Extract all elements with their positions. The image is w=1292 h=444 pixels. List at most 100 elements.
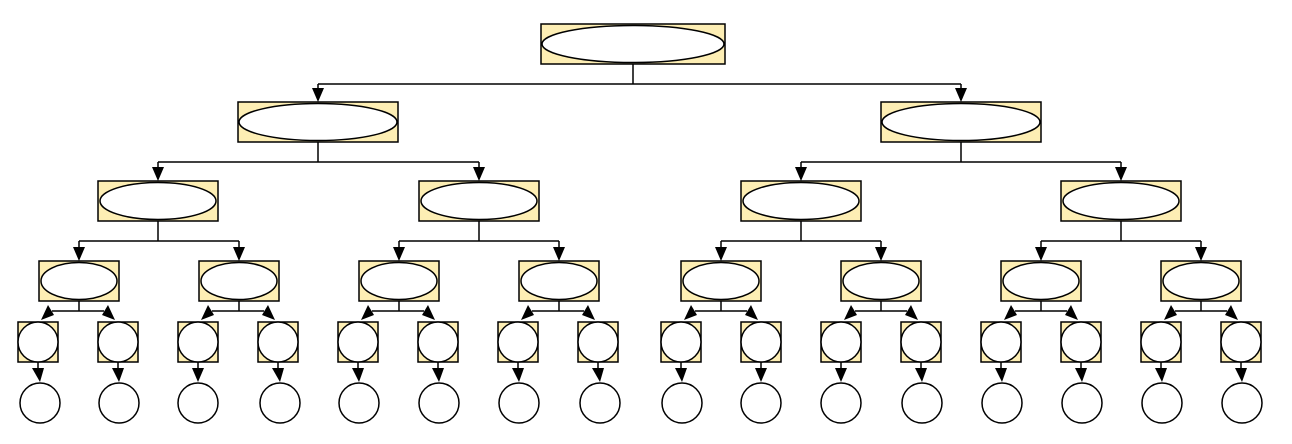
arrow-head bbox=[875, 247, 887, 261]
arrow-head bbox=[1195, 247, 1207, 261]
tree-node bbox=[17, 321, 59, 363]
tree-node bbox=[1060, 180, 1182, 222]
arrow-head bbox=[995, 368, 1007, 382]
arrow-head bbox=[1115, 167, 1127, 181]
arrow-head bbox=[152, 167, 164, 181]
node-ellipse bbox=[1002, 261, 1080, 301]
arrow-head bbox=[262, 305, 275, 320]
tree-node bbox=[497, 321, 539, 363]
connector-edge bbox=[855, 301, 907, 312]
node-circle bbox=[740, 321, 782, 363]
arrow-head bbox=[1225, 305, 1238, 320]
arrow-head bbox=[1035, 247, 1047, 261]
node-circle bbox=[17, 321, 59, 363]
connector-edge bbox=[398, 221, 560, 259]
connector-edge bbox=[52, 301, 104, 312]
arrow-head bbox=[592, 368, 604, 382]
node-ellipse bbox=[360, 261, 438, 301]
connector-edge bbox=[1175, 301, 1227, 312]
node-circle bbox=[177, 321, 219, 363]
node-circle bbox=[257, 321, 299, 363]
tree-node bbox=[337, 321, 379, 363]
node-ellipse bbox=[1062, 181, 1180, 221]
tree-node bbox=[1060, 321, 1102, 363]
leaf-node-circle bbox=[1221, 382, 1263, 424]
tree-edges bbox=[32, 64, 1247, 382]
tree-node bbox=[740, 180, 862, 222]
node-ellipse bbox=[682, 261, 760, 301]
arrow-head bbox=[675, 368, 687, 382]
node-ellipse bbox=[881, 102, 1041, 142]
leaf-node-circle bbox=[1061, 382, 1103, 424]
arrow-head bbox=[102, 305, 115, 320]
node-circle bbox=[980, 321, 1022, 363]
tree-node bbox=[880, 101, 1042, 143]
leaf-node-circle bbox=[498, 382, 540, 424]
arrow-head bbox=[755, 368, 767, 382]
leaf-node-circle bbox=[259, 382, 301, 424]
tree-node bbox=[540, 23, 726, 65]
tree-node bbox=[577, 321, 619, 363]
leaf-node-circle bbox=[661, 382, 703, 424]
node-circle bbox=[97, 321, 139, 363]
arrow-head bbox=[745, 305, 758, 320]
arrow-head bbox=[1065, 305, 1078, 320]
arrow-head bbox=[905, 305, 918, 320]
arrow-head bbox=[715, 247, 727, 261]
leaf-node-circle bbox=[177, 382, 219, 424]
node-circle bbox=[900, 321, 942, 363]
tree-node bbox=[38, 260, 120, 302]
tree-node bbox=[257, 321, 299, 363]
node-ellipse bbox=[541, 24, 725, 64]
leaf-node-circle bbox=[19, 382, 61, 424]
leaf-node-circle bbox=[579, 382, 621, 424]
tree-node bbox=[980, 321, 1022, 363]
node-circle bbox=[577, 321, 619, 363]
tree-node bbox=[660, 321, 702, 363]
node-ellipse bbox=[520, 261, 598, 301]
arrow-head bbox=[112, 368, 124, 382]
connector-edge bbox=[532, 301, 584, 312]
arrow-head bbox=[512, 368, 524, 382]
tree-node bbox=[97, 321, 139, 363]
node-ellipse bbox=[200, 261, 278, 301]
arrow-head bbox=[361, 305, 374, 320]
connector-edge bbox=[1015, 301, 1067, 312]
arrow-head bbox=[1235, 368, 1247, 382]
node-circle bbox=[1140, 321, 1182, 363]
arrow-head bbox=[955, 88, 967, 102]
connector-edge bbox=[157, 142, 480, 179]
arrow-head bbox=[1155, 368, 1167, 382]
tree-node bbox=[358, 260, 440, 302]
arrow-head bbox=[41, 305, 54, 320]
arrow-head bbox=[432, 368, 444, 382]
node-circle bbox=[1220, 321, 1262, 363]
node-circle bbox=[820, 321, 862, 363]
connector-edge bbox=[1040, 221, 1202, 259]
leaf-node-circle bbox=[1141, 382, 1183, 424]
arrow-head bbox=[795, 167, 807, 181]
leaf-node-circle bbox=[338, 382, 380, 424]
tree-node bbox=[1220, 321, 1262, 363]
tree-node bbox=[97, 180, 219, 222]
connector-edge bbox=[372, 301, 424, 312]
arrow-head bbox=[352, 368, 364, 382]
arrow-head bbox=[915, 368, 927, 382]
arrow-head bbox=[272, 368, 284, 382]
connector-edge bbox=[695, 301, 747, 312]
arrow-head bbox=[233, 247, 245, 261]
tree-node bbox=[1140, 321, 1182, 363]
arrow-head bbox=[393, 247, 405, 261]
arrow-head bbox=[422, 305, 435, 320]
arrow-head bbox=[201, 305, 214, 320]
tree-node bbox=[417, 321, 459, 363]
tree-node bbox=[900, 321, 942, 363]
tree-node bbox=[418, 180, 540, 222]
node-ellipse bbox=[99, 181, 217, 221]
node-circle bbox=[337, 321, 379, 363]
arrow-head bbox=[32, 368, 44, 382]
arrow-head bbox=[192, 368, 204, 382]
arrow-head bbox=[1164, 305, 1177, 320]
arrow-head bbox=[553, 247, 565, 261]
node-ellipse bbox=[1162, 261, 1240, 301]
